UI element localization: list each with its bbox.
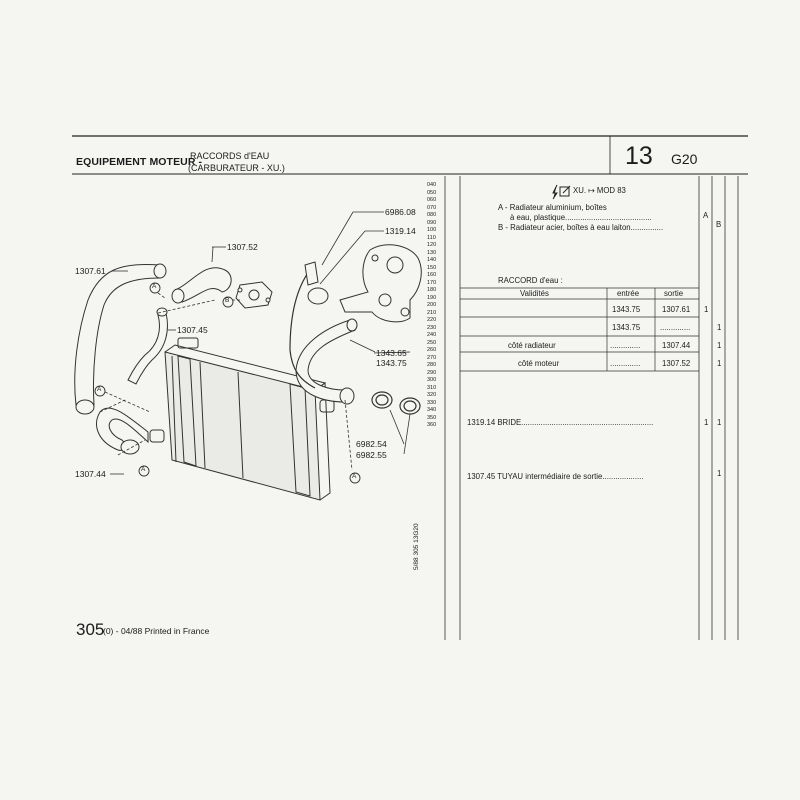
scale-number: 280 xyxy=(427,362,437,368)
tuyau-item: 1307.45 TUYAU intermédiaire de sortie...… xyxy=(467,472,644,481)
section-code: G20 xyxy=(671,151,698,167)
scale-number: 270 xyxy=(427,354,437,361)
scale-number: 210 xyxy=(427,309,437,316)
row1-sortie: 1307.61 xyxy=(662,305,691,314)
label-1307-61: 1307.61 xyxy=(75,266,106,276)
row4-entree: .............. xyxy=(610,359,641,368)
col-validites: Validités xyxy=(520,289,549,298)
scale-number: 050 xyxy=(427,189,437,196)
row1-entree: 1343.75 xyxy=(612,305,641,314)
bride-item: 1319.14 BRIDE...........................… xyxy=(467,418,654,427)
scale-number: 160 xyxy=(427,272,437,278)
marker-b: B xyxy=(225,297,230,304)
scale-number: 220 xyxy=(427,317,437,323)
page-number: 305 xyxy=(76,620,105,639)
scale-number: 230 xyxy=(427,324,437,331)
row3-label: côté radiateur xyxy=(508,341,556,350)
scale-number: 090 xyxy=(427,219,437,226)
label-1343-65: 1343.65 xyxy=(376,348,407,358)
variant-a-line1: A - Radiateur aluminium, boîtes xyxy=(498,203,607,212)
scale-number: 290 xyxy=(427,369,437,376)
section-subtitle-line2: (CARBURATEUR - XU.) xyxy=(188,163,285,173)
marker-a: A xyxy=(152,283,157,290)
col-entree: entrée xyxy=(617,289,640,298)
variant-b-column: B xyxy=(716,220,722,229)
scale-number: 360 xyxy=(427,422,437,428)
row4-sortie: 1307.52 xyxy=(662,359,691,368)
label-1343-75: 1343.75 xyxy=(376,358,407,368)
variant-a-column: A xyxy=(703,211,709,220)
scale-number: 310 xyxy=(427,384,437,391)
scale-number: 200 xyxy=(427,302,437,308)
col-sortie: sortie xyxy=(664,289,684,298)
scale-number: 340 xyxy=(427,407,437,413)
raccord-title: RACCORD d'eau : xyxy=(498,276,563,285)
scale-number: 260 xyxy=(427,347,437,353)
scale-number: 330 xyxy=(427,399,437,406)
marker-a: A xyxy=(97,386,102,393)
label-6982-54: 6982.54 xyxy=(356,439,387,449)
scale-number: 150 xyxy=(427,264,437,271)
bride-qty-a: 1 xyxy=(704,418,709,427)
scale-number: 320 xyxy=(427,392,437,398)
tuyau-qty-b: 1 xyxy=(717,469,722,478)
scale-number: 110 xyxy=(427,234,436,241)
row3-entree: .............. xyxy=(610,341,641,350)
section-title: EQUIPEMENT MOTEUR - xyxy=(76,156,203,168)
scale-number: 170 xyxy=(427,279,437,286)
scale-number: 350 xyxy=(427,414,437,421)
row2-qty-b: 1 xyxy=(717,323,722,332)
row3-sortie: 1307.44 xyxy=(662,341,691,350)
scale-number: 190 xyxy=(427,294,437,301)
marker-a: A xyxy=(141,466,146,473)
label-1307-44: 1307.44 xyxy=(75,469,106,479)
scale-number: 060 xyxy=(427,197,437,203)
bride-qty-b: 1 xyxy=(717,418,722,427)
variant-b: B - Radiateur acier, boîtes à eau laiton… xyxy=(498,223,664,232)
scale-number: 040 xyxy=(427,182,437,188)
scale-number: 240 xyxy=(427,332,437,338)
scale-number: 250 xyxy=(427,339,437,346)
scale-number: 300 xyxy=(427,377,437,383)
variant-a-line2: à eau, plastique........................… xyxy=(510,213,652,222)
label-1307-45: 1307.45 xyxy=(177,325,208,335)
scale-number: 180 xyxy=(427,287,437,293)
row4-qty-b: 1 xyxy=(717,359,722,368)
row3-qty-b: 1 xyxy=(717,341,722,350)
scale-number: 100 xyxy=(427,227,437,233)
label-1307-52: 1307.52 xyxy=(227,242,258,252)
scale-number: 130 xyxy=(427,249,437,256)
scale-number: 070 xyxy=(427,204,437,211)
label-6982-55: 6982.55 xyxy=(356,450,387,460)
side-code: 5/88 305 13G20 xyxy=(413,523,420,570)
scale-number: 140 xyxy=(427,257,437,263)
section-number: 13 xyxy=(625,142,653,170)
row2-entree: 1343.75 xyxy=(612,323,641,332)
scale-number: 080 xyxy=(427,212,437,218)
label-1319-14: 1319.14 xyxy=(385,226,416,236)
label-6986-08: 6986.08 xyxy=(385,207,416,217)
scale-number: 120 xyxy=(427,242,437,248)
marker-a: A xyxy=(352,473,357,480)
row1-qty-a: 1 xyxy=(704,305,709,314)
applicability-note: XU. ↦ MOD 83 xyxy=(573,186,626,195)
row4-label: côté moteur xyxy=(518,359,560,368)
footer-print-info: (0) - 04/88 Printed in France xyxy=(103,626,210,636)
section-subtitle-line1: RACCORDS d'EAU xyxy=(190,151,270,161)
row2-sortie: .............. xyxy=(660,323,691,332)
